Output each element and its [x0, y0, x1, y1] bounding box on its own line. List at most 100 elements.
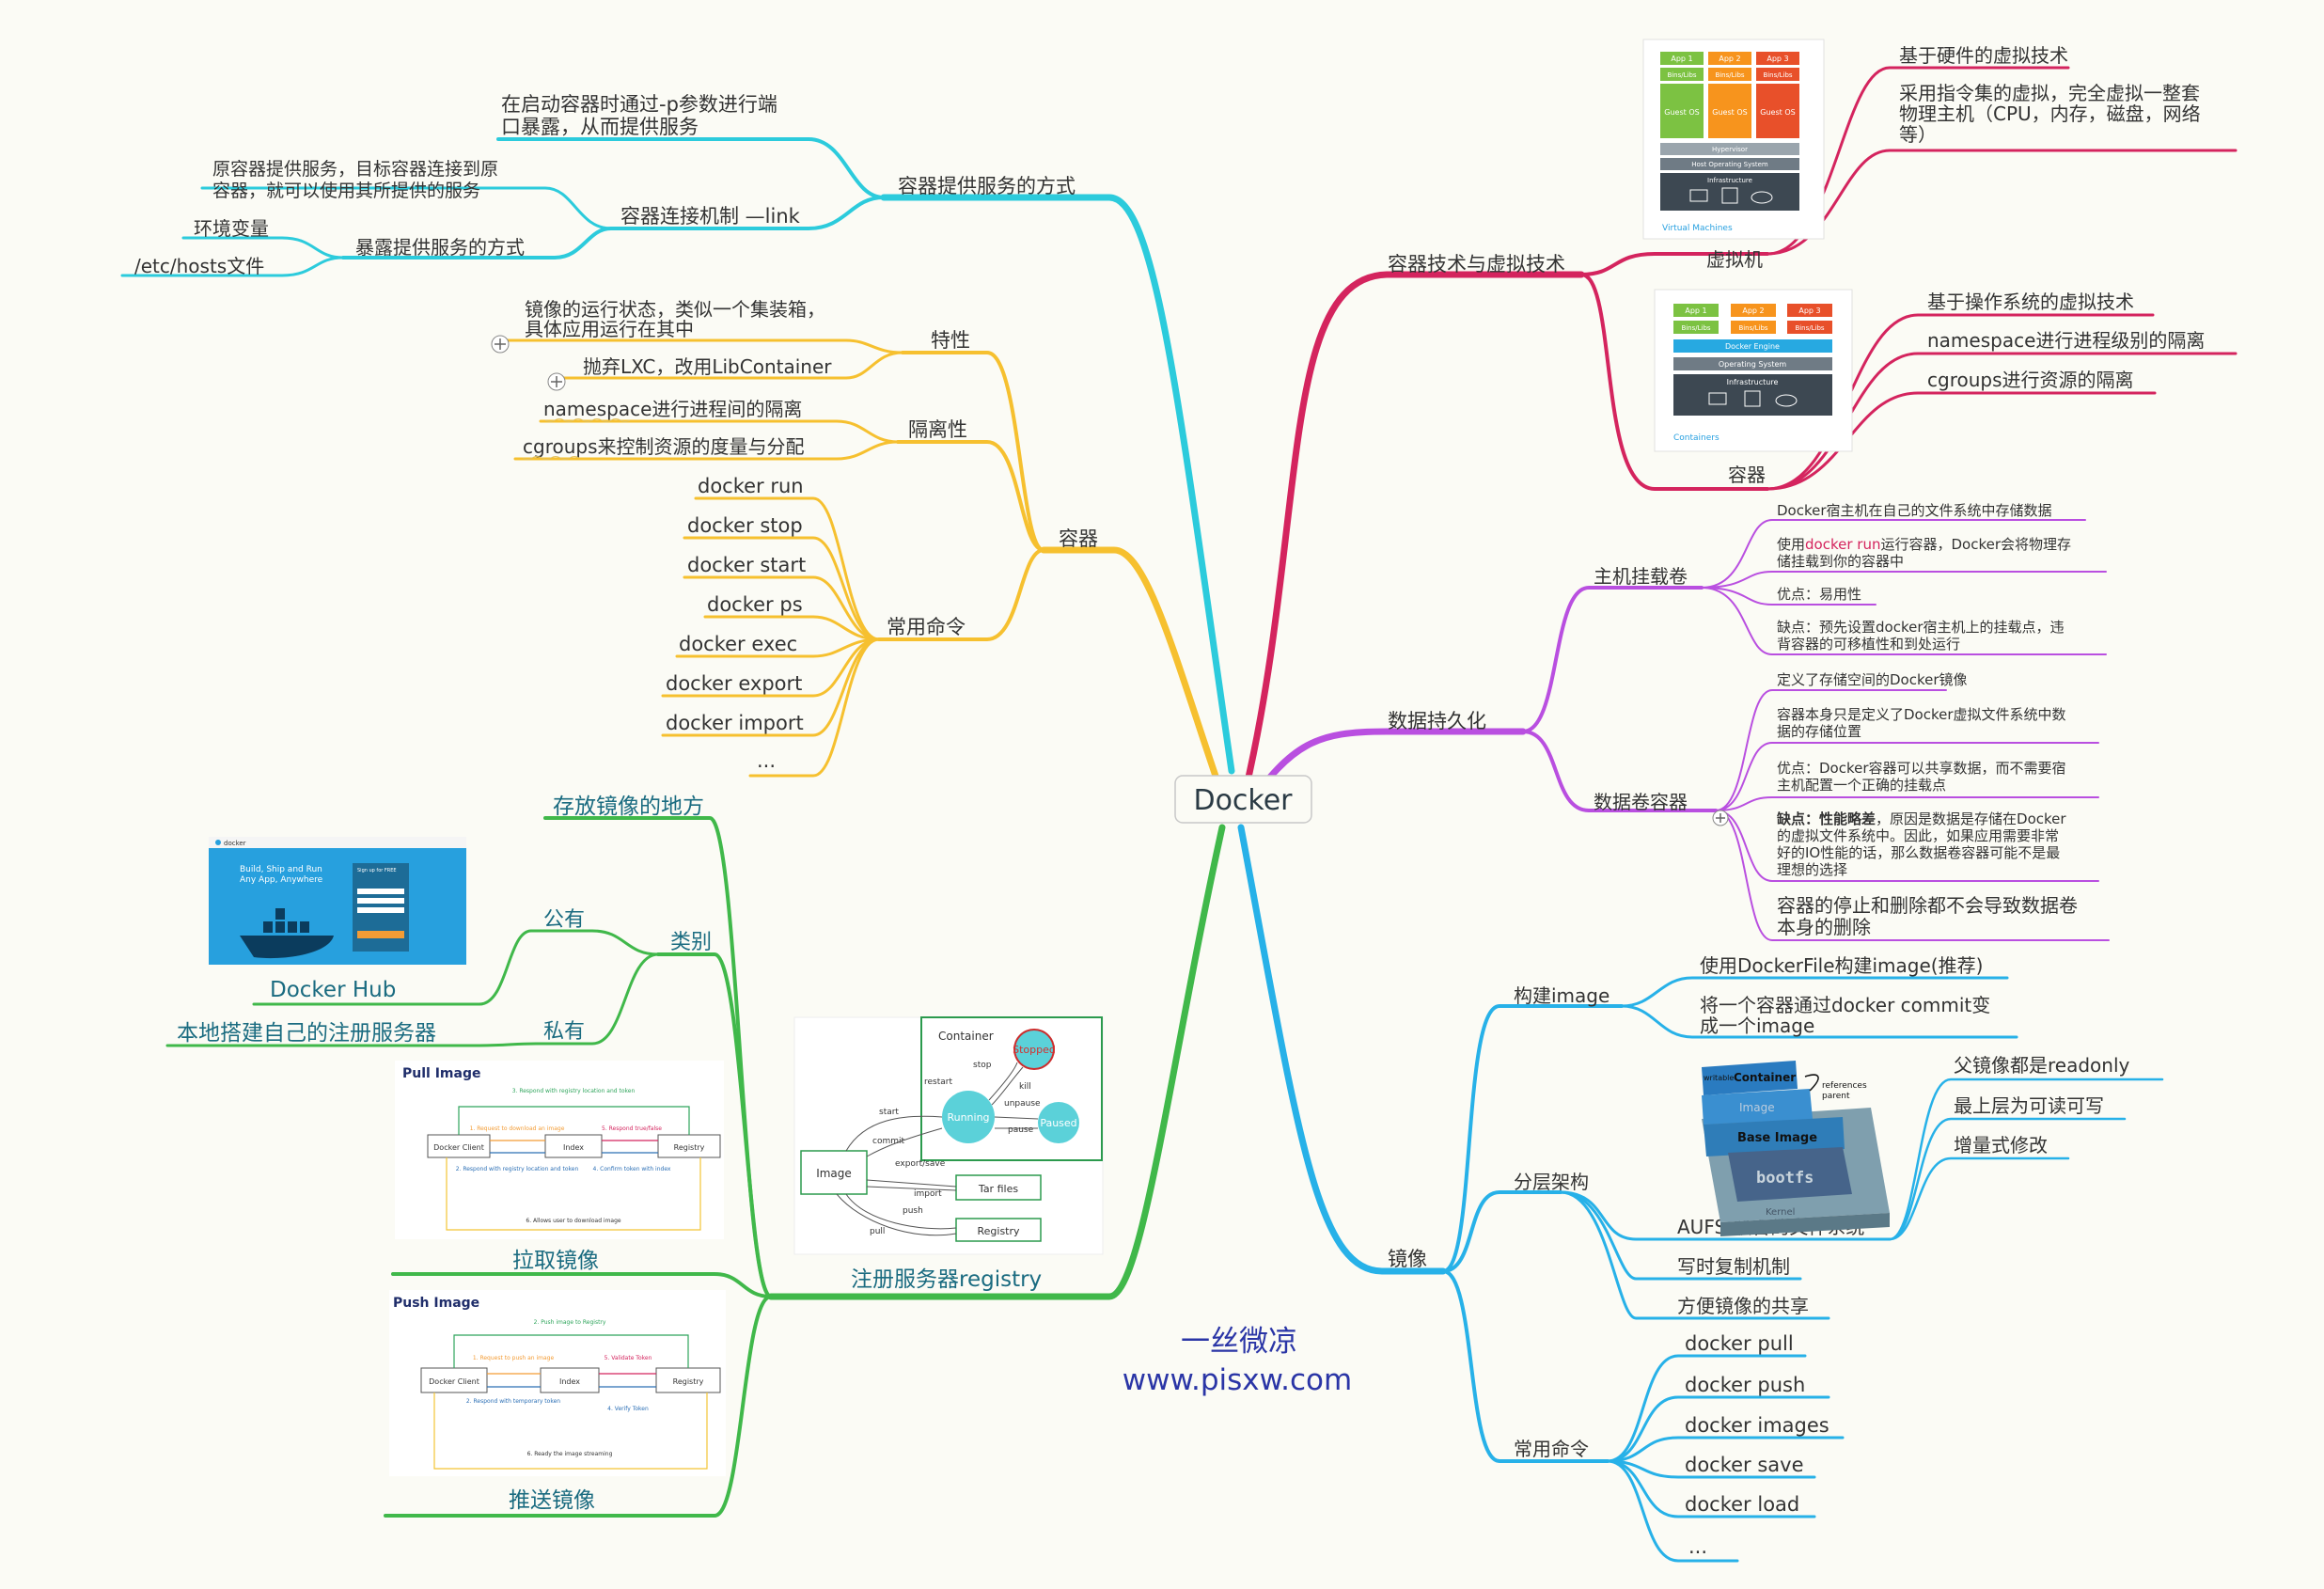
build-label: 构建image: [1514, 984, 1610, 1007]
svg-text:Operating System: Operating System: [1719, 360, 1787, 369]
data-volume-label: 数据卷容器: [1594, 791, 1688, 813]
image-cmd-4: docker save: [1685, 1454, 1804, 1476]
container-branch: [506, 338, 1045, 778]
feature-item-2: 抛弃LXC，改用LibContainer: [583, 355, 832, 378]
ct-point-3: cgroups进行资源的隔离: [1927, 369, 2134, 391]
svg-text:Any App, Anywhere: Any App, Anywhere: [240, 875, 323, 885]
svg-text:6. Ready the image streaming: 6. Ready the image streaming: [527, 1451, 613, 1457]
layer-item-1: 写时复制机制: [1677, 1255, 1790, 1278]
svg-text:Base Image: Base Image: [1737, 1131, 1817, 1145]
svg-text:4. Verify Token: 4. Verify Token: [607, 1406, 649, 1412]
container-cmd-7: docker import: [666, 712, 804, 734]
svg-text:docker: docker: [224, 840, 246, 847]
expand-plus-icon[interactable]: [1712, 810, 1729, 826]
container-cmd-8: ...: [757, 749, 776, 772]
watermark-line-1: 一丝微凉: [1181, 1325, 1297, 1359]
svg-text:Bins/Libs: Bins/Libs: [1763, 71, 1792, 79]
vm-point-3: 物理主机（CPU，内存，磁盘，网络: [1899, 102, 2201, 125]
vol-item-4b: 的虚拟文件系统中。因此，如果应用需要非常: [1777, 827, 2059, 844]
ct-point-2: namespace进行进程级别的隔离: [1927, 329, 2205, 352]
svg-text:references: references: [1822, 1081, 1867, 1091]
feature-label: 特性: [931, 329, 970, 352]
expand-plus-icon[interactable]: [491, 335, 510, 354]
svg-text:1. Request to download an imag: 1. Request to download an image: [470, 1125, 565, 1132]
svg-text:start: start: [879, 1108, 899, 1117]
svg-text:stop: stop: [973, 1061, 992, 1070]
branch-service-line: [880, 194, 1235, 775]
vol-item-4d: 理想的选择: [1777, 861, 1847, 878]
svg-text:Registry: Registry: [673, 1377, 704, 1386]
aufs-item-1: 父镜像都是readonly: [1954, 1054, 2130, 1077]
isolation-item-2: cgroups来控制资源的度量与分配: [523, 435, 805, 458]
expose-label: 暴露提供服务的方式: [355, 236, 525, 259]
build-item-1: 使用DockerFile构建image(推荐): [1700, 954, 1983, 977]
svg-text:App 2: App 2: [1742, 307, 1764, 315]
branch-virt-line: [1242, 271, 1585, 794]
svg-text:6. Allows user to download ima: 6. Allows user to download image: [526, 1218, 621, 1224]
service-title: 容器提供服务的方式: [898, 175, 1076, 197]
ct-point-1: 基于操作系统的虚拟技术: [1927, 291, 2134, 313]
persist-title: 数据持久化: [1388, 710, 1486, 732]
vol-item-5a: 容器的停止和删除都不会导致数据卷: [1777, 894, 2078, 917]
container-cmd-1: docker run: [698, 475, 804, 497]
container-cmd-2: docker stop: [687, 514, 803, 537]
svg-text:Pull Image: Pull Image: [402, 1066, 480, 1081]
expose-item-2: /etc/hosts文件: [134, 255, 264, 277]
svg-text:2. Push image to Registry: 2. Push image to Registry: [534, 1319, 606, 1326]
svg-text:5. Validate Token: 5. Validate Token: [605, 1355, 652, 1361]
branch-registry-line: [767, 824, 1226, 1300]
registry-title: 注册服务器registry: [851, 1267, 1042, 1292]
registry-branch: [165, 816, 773, 1518]
svg-text:Hypervisor: Hypervisor: [1712, 146, 1748, 153]
container-virt-label: 容器: [1728, 464, 1766, 486]
svg-text:Stopped: Stopped: [1013, 1044, 1056, 1056]
vm-label: 虚拟机: [1706, 248, 1763, 271]
svg-text:Virtual Machines: Virtual Machines: [1662, 224, 1733, 233]
svg-text:Index: Index: [559, 1377, 580, 1386]
docker-hub-picture: docker Build, Ship and Run Any App, Anyw…: [209, 837, 466, 965]
service-branch: [120, 137, 886, 277]
vm-point-4: 等）: [1899, 123, 1937, 146]
svg-text:2. Respond with registry locat: 2. Respond with registry location and to…: [456, 1166, 579, 1172]
layered-image-picture: Container writable Image Base Image boot…: [1702, 1061, 1890, 1236]
svg-text:pull: pull: [870, 1227, 885, 1236]
isolation-label: 隔离性: [908, 418, 967, 441]
svg-text:Infrastructure: Infrastructure: [1707, 177, 1752, 184]
svg-text:App 1: App 1: [1685, 307, 1706, 315]
vol-item-2a: 容器本身只是定义了Docker虚拟文件系统中数: [1777, 706, 2066, 723]
svg-text:Container: Container: [1734, 1071, 1796, 1084]
svg-text:5. Respond true/false: 5. Respond true/false: [602, 1125, 662, 1132]
svg-text:App 3: App 3: [1767, 55, 1788, 63]
svg-text:commit: commit: [872, 1137, 904, 1146]
virt-title: 容器技术与虚拟技术: [1388, 253, 1565, 275]
host-item-2a: 使用docker run运行容器，Docker会将物理存: [1777, 536, 2071, 553]
svg-text:1. Request to push an image: 1. Request to push an image: [473, 1355, 555, 1361]
svg-text:restart: restart: [924, 1078, 952, 1087]
image-cmd-3: docker images: [1685, 1414, 1829, 1437]
svg-text:Container: Container: [938, 1030, 994, 1043]
central-topic[interactable]: Docker: [1174, 775, 1312, 824]
feature-item-1b: 具体应用运行在其中: [525, 318, 694, 340]
container-title: 容器: [1059, 527, 1098, 550]
image-branch: [1441, 976, 2164, 1563]
container-state-diagram: Container Stopped Running Paused Image T…: [793, 1016, 1104, 1255]
vol-item-2b: 据的存储位置: [1777, 723, 1861, 740]
expand-plus-icon[interactable]: [547, 372, 566, 391]
svg-text:Kernel: Kernel: [1766, 1207, 1795, 1218]
host-item-1: Docker宿主机在自己的文件系统中存储数据: [1777, 502, 2052, 519]
container-cmd-5: docker exec: [679, 633, 797, 655]
svg-text:Docker Client: Docker Client: [433, 1143, 484, 1152]
svg-text:Bins/Libs: Bins/Libs: [1667, 71, 1696, 79]
svg-text:Bins/Libs: Bins/Libs: [1738, 324, 1767, 332]
build-item-2b: 成一个image: [1700, 1015, 1814, 1037]
hub-label: Docker Hub: [270, 978, 396, 1002]
vol-item-1: 定义了存储空间的Docker镜像: [1777, 671, 1968, 688]
feature-item-1a: 镜像的运行状态，类似一个集装箱，: [525, 298, 825, 321]
host-item-4a: 缺点：预先设置docker宿主机上的挂载点，违: [1777, 619, 2065, 636]
svg-text:Registry: Registry: [977, 1225, 1020, 1237]
container-cmd-6: docker export: [666, 672, 802, 695]
image-cmd-1: docker pull: [1685, 1332, 1794, 1355]
image-cmds-label: 常用命令: [1514, 1438, 1589, 1460]
svg-text:Sign up for FREE: Sign up for FREE: [357, 868, 397, 873]
